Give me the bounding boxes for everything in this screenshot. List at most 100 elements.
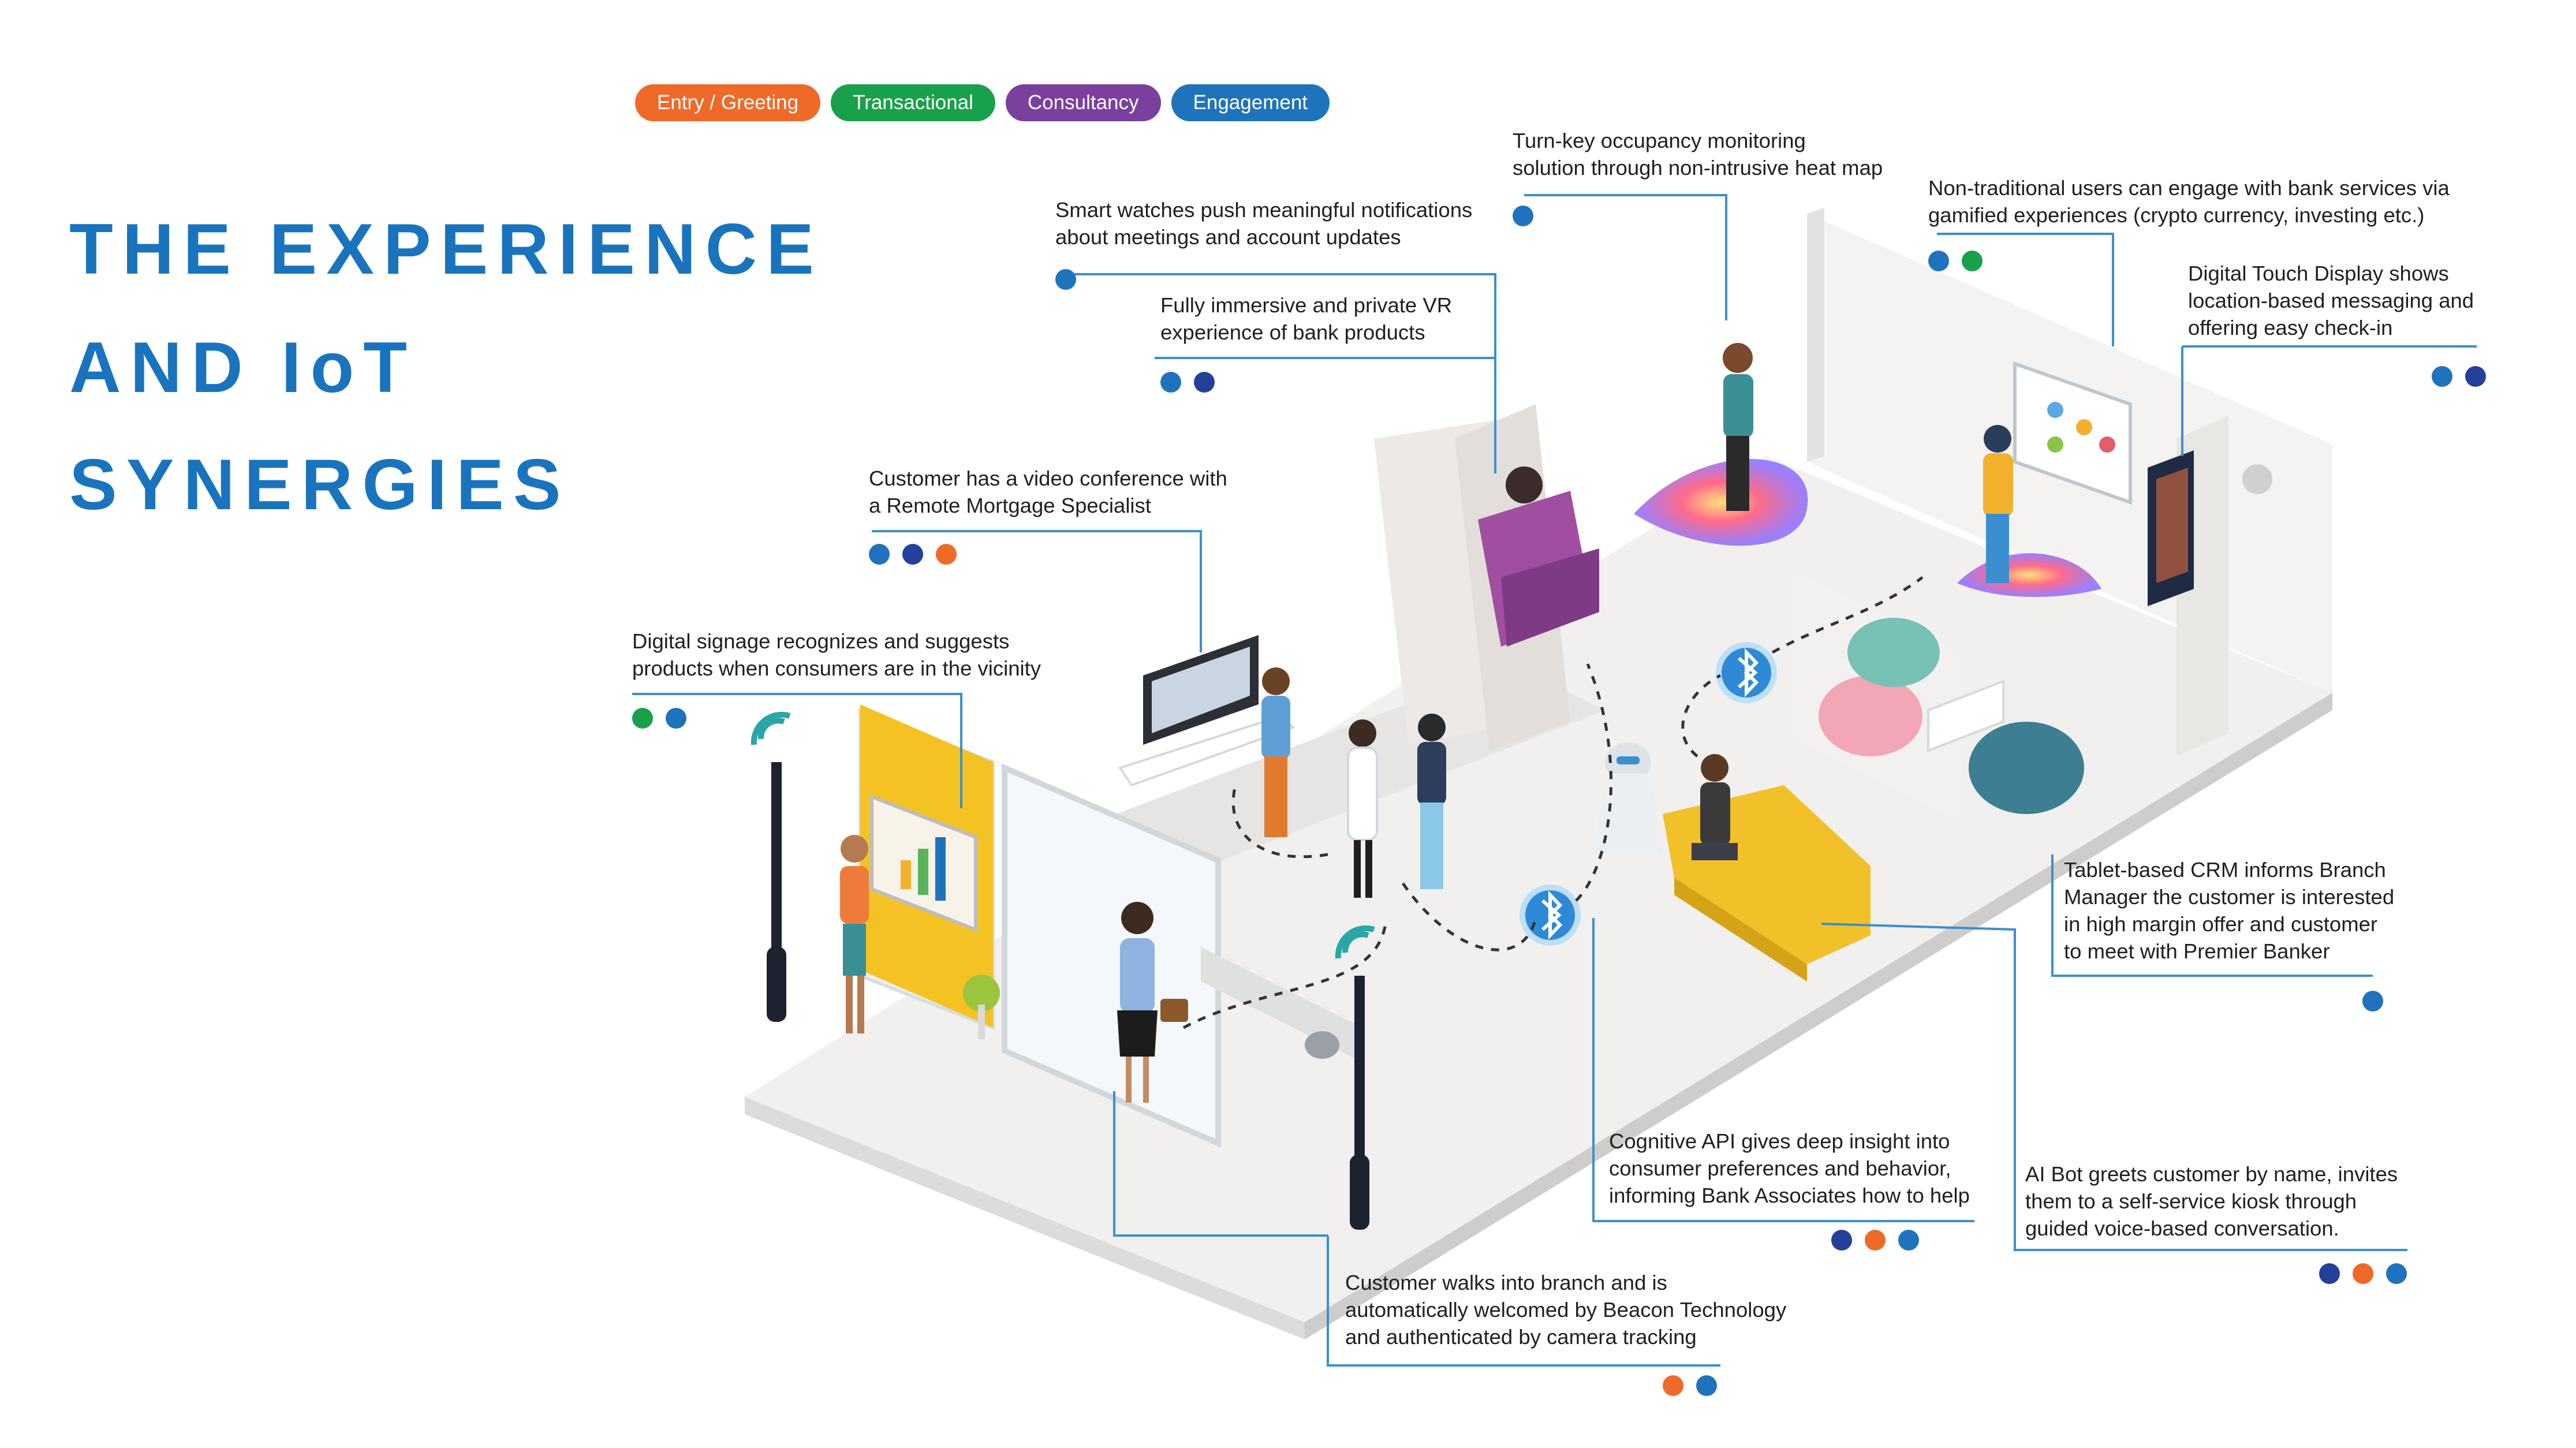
category-dot — [2319, 1263, 2340, 1284]
category-dot — [666, 708, 686, 729]
callout-dots-occupancy — [1513, 206, 1533, 226]
legend-transactional: Transactional — [831, 84, 995, 121]
legend-entry-greeting: Entry / Greeting — [635, 84, 821, 121]
callout-line: and authenticated by camera tracking — [1345, 1325, 1697, 1349]
video-conference-tv — [1118, 635, 1296, 787]
callout-dots-ai-bot — [2319, 1263, 2407, 1284]
person-doctor — [1347, 719, 1378, 898]
callout-crm: Tablet-based CRM informs Branch Manager … — [2064, 856, 2394, 965]
callout-dots-video-conference — [869, 544, 957, 565]
callout-line: Customer walks into branch and is — [1345, 1271, 1667, 1294]
callout-dots-crm — [2362, 991, 2383, 1012]
person-signage — [840, 835, 869, 1033]
callout-ai-bot: AI Bot greets customer by name, invites … — [2025, 1160, 2398, 1242]
callout-beacon: Customer walks into branch and is automa… — [1345, 1269, 1786, 1350]
callout-dots-beacon — [1663, 1375, 1717, 1396]
person-video-call — [1261, 667, 1290, 837]
bluetooth-icon — [1520, 885, 1581, 946]
person-blue — [1417, 714, 1446, 889]
callout-smartwatch: Smart watches push meaningful notificati… — [1055, 196, 1472, 251]
gamified-board — [2013, 361, 2132, 505]
callout-line: Customer has a video conference with — [869, 467, 1227, 490]
callout-line: Non-traditional users can engage with ba… — [1928, 176, 2450, 200]
legend-engagement: Engagement — [1171, 84, 1330, 121]
legend-consultancy: Consultancy — [1005, 84, 1161, 121]
callout-dots-signage — [632, 708, 686, 729]
callout-line: Manager the customer is interested — [2064, 885, 2395, 909]
callout-leader-lines — [632, 194, 2477, 1367]
callout-occupancy: Turn-key occupancy monitoring solution t… — [1513, 127, 1883, 181]
legend: Entry / Greeting Transactional Consultan… — [635, 84, 1330, 121]
callout-line: Cognitive API gives deep insight into — [1609, 1129, 1950, 1153]
category-dot — [1898, 1230, 1919, 1251]
callout-line: Tablet-based CRM informs Branch — [2064, 858, 2386, 882]
category-dot — [2432, 366, 2452, 387]
callout-line: Fully immersive and private VR — [1160, 293, 1453, 317]
category-dot — [1831, 1230, 1852, 1251]
callout-line: consumer preferences and behavior, — [1609, 1156, 1951, 1180]
person-watch — [1723, 343, 1753, 511]
category-dot — [1513, 206, 1533, 226]
category-dot — [1194, 372, 1215, 393]
callout-line: in high margin offer and customer — [2064, 912, 2378, 936]
category-dot — [2465, 366, 2486, 387]
title-line-2: AND IoT — [69, 328, 417, 408]
person-gamer — [1983, 425, 2013, 583]
callout-line: informing Bank Associates how to help — [1609, 1184, 1970, 1207]
category-dot — [1055, 269, 1076, 290]
category-dot — [1928, 251, 1949, 271]
callout-dots-vr — [1160, 372, 1215, 393]
callout-dots-smartwatch — [1055, 269, 1076, 290]
category-dot — [2362, 991, 2383, 1012]
callout-dots-gamified — [1928, 251, 1983, 271]
category-dot — [1696, 1375, 1717, 1396]
plant — [963, 975, 1000, 1039]
category-dot — [1865, 1230, 1886, 1251]
category-dot — [1160, 372, 1181, 393]
callout-line: Turn-key occupancy monitoring — [1513, 129, 1806, 152]
category-dot — [1663, 1375, 1683, 1396]
lounge-beanbags — [1819, 618, 2084, 814]
people — [840, 343, 2013, 1103]
callout-line: products when consumers are in the vicin… — [632, 656, 1041, 680]
legend-label: Entry / Greeting — [657, 91, 799, 114]
callout-line: automatically welcomed by Beacon Technol… — [1345, 1298, 1787, 1322]
callout-line: offering easy check-in — [2188, 316, 2393, 339]
callout-line: a Remote Mortgage Specialist — [869, 494, 1151, 517]
legend-label: Engagement — [1193, 91, 1308, 114]
callout-line: gamified experiences (crypto currency, i… — [1928, 203, 2425, 227]
vr-chair — [1478, 467, 1599, 647]
person-entrance — [1117, 902, 1188, 1103]
legend-label: Transactional — [853, 91, 973, 114]
callout-line: about meetings and account updates — [1055, 225, 1401, 249]
callout-dots-touch-display — [2432, 366, 2486, 387]
legend-label: Consultancy — [1027, 91, 1139, 114]
customer-journey-path — [1182, 576, 1924, 1029]
touch-display-kiosk — [2148, 416, 2272, 756]
category-dot — [902, 544, 923, 565]
callout-line: Digital Touch Display shows — [2188, 262, 2449, 285]
callout-line: solution through non-intrusive heat map — [1513, 156, 1883, 180]
callout-vr: Fully immersive and private VR experienc… — [1160, 292, 1452, 346]
callout-line: guided voice-based conversation. — [2025, 1216, 2339, 1240]
callout-line: experience of bank products — [1160, 320, 1425, 344]
callout-gamified: Non-traditional users can engage with ba… — [1928, 174, 2450, 229]
title-line-3: SYNERGIES — [69, 445, 570, 525]
title-line-1: THE EXPERIENCE — [69, 210, 823, 289]
person-sofa — [1692, 754, 1738, 860]
callout-line: Smart watches push meaningful notificati… — [1055, 198, 1473, 222]
category-dot — [632, 708, 653, 729]
callout-video-conference: Customer has a video conference with a R… — [869, 465, 1227, 519]
callout-signage: Digital signage recognizes and suggests … — [632, 628, 1041, 682]
beacon-pole-right — [1305, 925, 1375, 1230]
callout-line: to meet with Premier Banker — [2064, 939, 2330, 963]
bluetooth-icon — [1716, 642, 1777, 703]
category-dot — [1962, 251, 1983, 271]
callout-line: location-based messaging and — [2188, 289, 2474, 312]
category-dot — [2353, 1263, 2373, 1284]
callout-line: Digital signage recognizes and suggests — [632, 629, 1010, 653]
beacon-pole-left — [751, 711, 791, 1022]
callout-line: them to a self-service kiosk through — [2025, 1189, 2357, 1213]
category-dot — [936, 544, 957, 565]
